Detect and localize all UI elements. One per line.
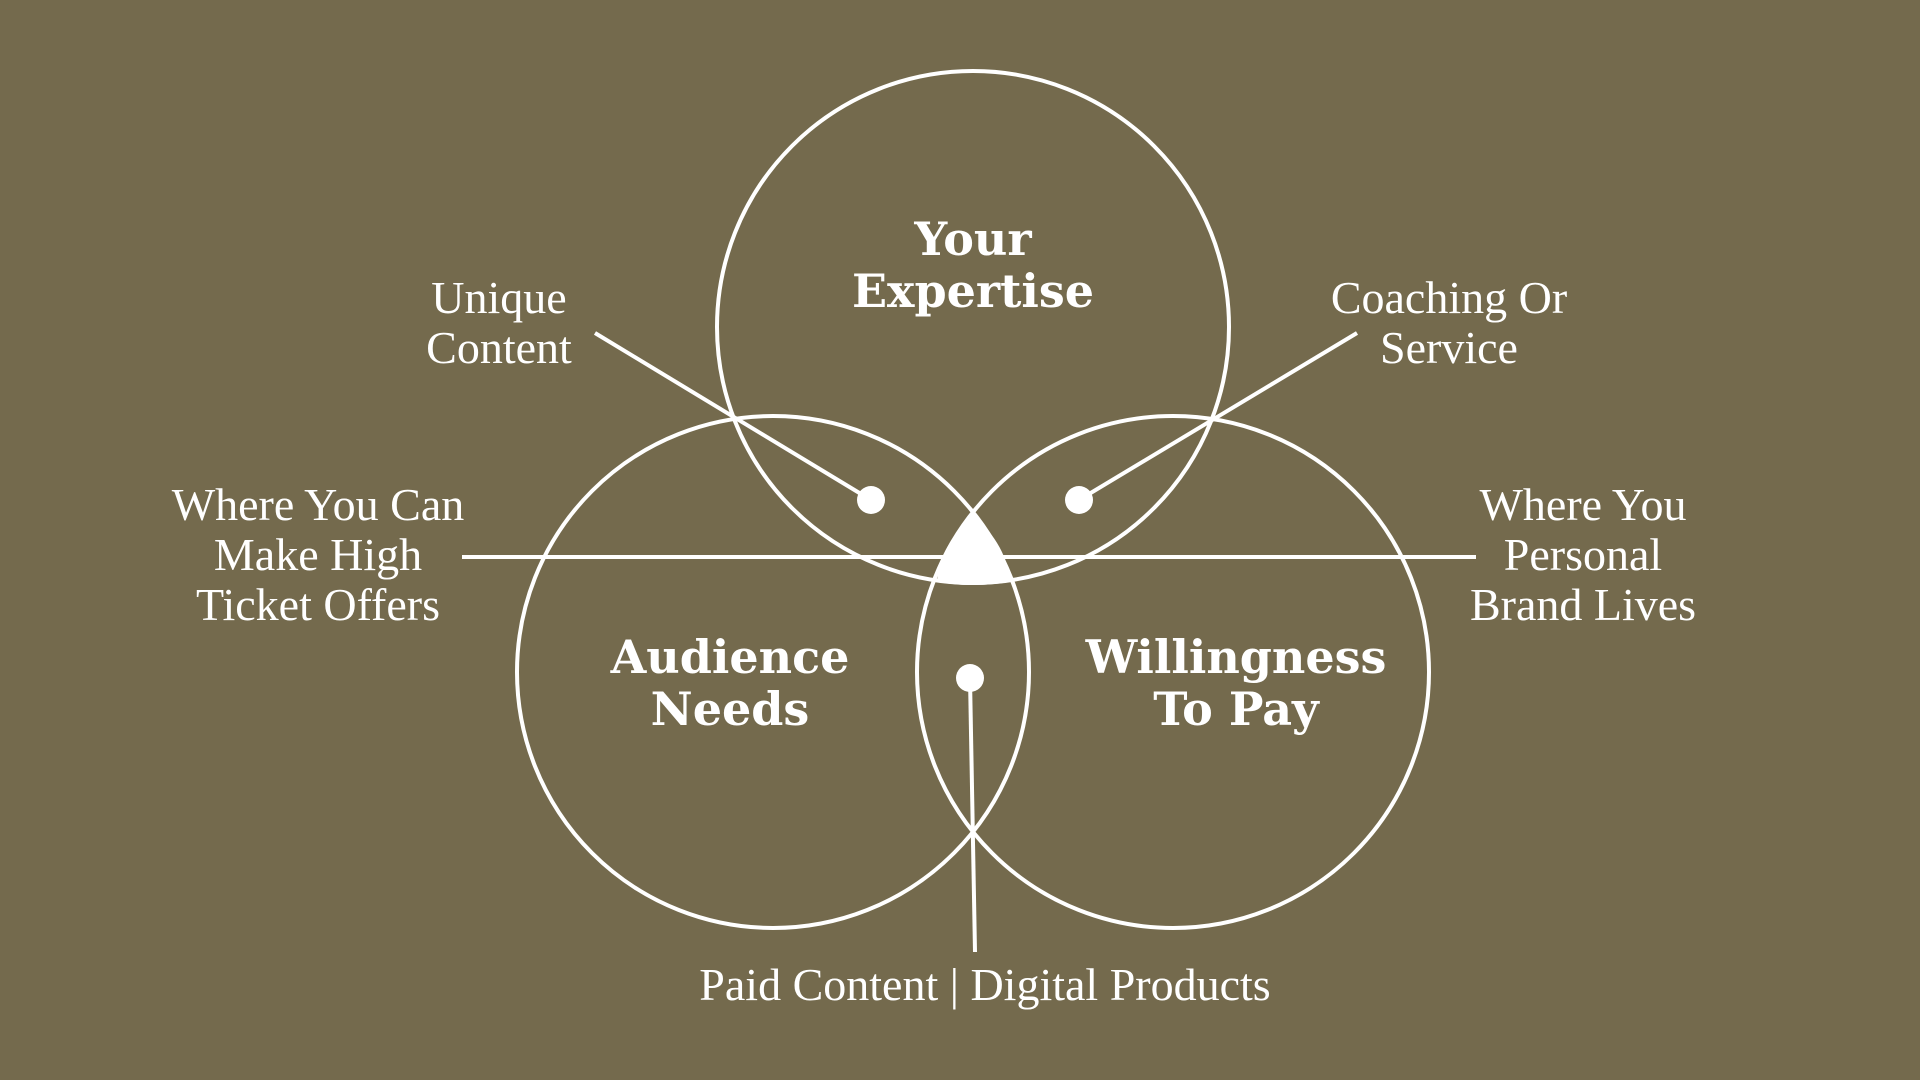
callout-high-ticket-line2: Make High xyxy=(214,529,422,580)
callout-coaching-line2: Service xyxy=(1380,322,1518,373)
center-intersection xyxy=(937,515,1010,585)
label-willingness-to-pay: Willingness To Pay xyxy=(1085,630,1387,736)
label-your-expertise-line2: Expertise xyxy=(852,264,1094,318)
label-your-expertise: Your Expertise xyxy=(852,212,1094,318)
circle-audience-needs xyxy=(515,414,1031,930)
label-willingness-to-pay-line2: To Pay xyxy=(1153,682,1320,736)
callout-unique-content: Unique Content xyxy=(426,272,572,373)
callout-high-ticket-line3: Ticket Offers xyxy=(196,579,440,630)
circle-your-expertise xyxy=(715,69,1231,585)
callout-paid-content: Paid Content | Digital Products xyxy=(699,959,1270,1010)
callout-personal-brand-line2: Personal xyxy=(1504,529,1662,580)
callout-coaching-or-service: Coaching Or Service xyxy=(1331,272,1567,373)
callout-personal-brand-line3: Brand Lives xyxy=(1470,579,1696,630)
label-audience-needs-line2: Needs xyxy=(651,682,810,736)
callout-paid-content-line1: Paid Content | Digital Products xyxy=(699,959,1270,1010)
callout-high-ticket-offers: Where You Can Make High Ticket Offers xyxy=(172,479,465,630)
label-audience-needs: Audience Needs xyxy=(610,630,850,736)
dot-unique-content xyxy=(857,486,885,514)
leader-line-coaching xyxy=(1077,331,1359,502)
label-willingness-to-pay-line1: Willingness xyxy=(1085,630,1387,684)
dot-paid-content xyxy=(956,664,984,692)
label-audience-needs-line1: Audience xyxy=(610,630,850,684)
callout-unique-content-line2: Content xyxy=(426,322,572,373)
callout-unique-content-line1: Unique xyxy=(431,272,566,323)
leader-line-paid-content xyxy=(968,677,977,953)
callout-coaching-line1: Coaching Or xyxy=(1331,272,1567,323)
circle-willingness-to-pay xyxy=(915,414,1431,930)
callout-high-ticket-line1: Where You Can xyxy=(172,479,465,530)
dot-coaching xyxy=(1065,486,1093,514)
label-your-expertise-line1: Your xyxy=(913,212,1032,266)
callout-personal-brand-line1: Where You xyxy=(1480,479,1687,530)
callout-personal-brand: Where You Personal Brand Lives xyxy=(1470,479,1696,630)
leader-line-unique-content xyxy=(593,331,873,502)
